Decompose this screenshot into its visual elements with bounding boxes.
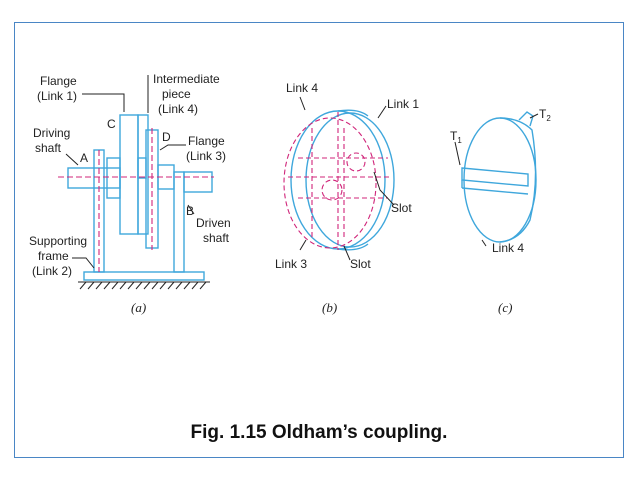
intermediate-disc [463, 117, 537, 243]
point-c-label: C [107, 117, 116, 131]
supporting-frame-base [83, 271, 205, 281]
b-slot1-label: Slot [391, 201, 412, 215]
panel-b-leaders [299, 96, 395, 261]
t1-sub: 1 [457, 136, 462, 145]
panel-a-labels: Flange (Link 1) Intermediate piece (Link… [29, 72, 231, 315]
b-link1-label: Link 1 [387, 97, 419, 111]
b-link3-label: Link 3 [275, 257, 307, 271]
panel-c-labels: T1 T2 Link 4 (c) [450, 107, 551, 315]
flange-link1-ellipse [305, 112, 395, 248]
panel-a-leaders [65, 75, 195, 269]
tongue-t2 [518, 111, 534, 127]
panel-b-dashed [283, 112, 392, 250]
intermediate-label-3: (Link 4) [158, 102, 198, 116]
intermediate-label-2: piece [162, 87, 191, 101]
panel-b-sublabel: (b) [322, 300, 337, 315]
flange-link3-label-2: (Link 3) [186, 149, 226, 163]
supporting-frame-label-3: (Link 2) [32, 264, 72, 278]
panel-b [290, 109, 395, 251]
driving-shaft-label-2: shaft [35, 141, 62, 155]
panel-c-sublabel: (c) [498, 300, 512, 315]
t2-base: T [539, 107, 547, 121]
tongue [137, 157, 147, 179]
c-link4-label: Link 4 [492, 241, 524, 255]
t1-label: T1 [450, 129, 462, 145]
link1-rim-top [337, 109, 369, 117]
driven-shaft-label-1: Driven [196, 216, 231, 230]
supporting-frame-label-2: frame [38, 249, 69, 263]
disc-edge [499, 117, 537, 243]
point-d-label: D [162, 130, 171, 144]
flange-link1-disc [119, 114, 139, 235]
slot-circle-2 [346, 152, 366, 172]
supporting-frame-label-1: Supporting [29, 234, 87, 248]
link1-rim-bottom [337, 243, 369, 251]
bearing-b [173, 171, 185, 273]
panel-c [461, 111, 537, 243]
figure-caption: Fig. 1.15 Oldham’s coupling. [190, 422, 448, 443]
tongue-t1 [461, 167, 529, 187]
flange-link3-ellipse [283, 117, 377, 249]
slot-circle-1 [321, 179, 343, 201]
intermediate-label-1: Intermediate [153, 72, 220, 86]
flange-link1-label-1: Flange [40, 74, 77, 88]
t1-base: T [450, 129, 458, 143]
flange-link3-label-1: Flange [188, 134, 225, 148]
driven-shaft-label-2: shaft [203, 231, 230, 245]
driven-shaft [183, 171, 213, 193]
flange-link1-hub [106, 157, 121, 199]
panel-a-centerlines [58, 128, 214, 272]
flange-link1-label-2: (Link 1) [37, 89, 77, 103]
t2-label: T2 [539, 107, 551, 123]
panel-b-labels: Link 4 Link 1 Slot Link 3 Slot (b) [275, 81, 419, 315]
ground-hatch [78, 281, 210, 290]
panel-c-leaders [454, 113, 539, 247]
slide-frame [14, 22, 624, 458]
point-a-label: A [80, 151, 88, 165]
driving-shaft-label-1: Driving [33, 126, 70, 140]
panel-a-sublabel: (a) [131, 300, 146, 315]
t2-sub: 2 [546, 114, 551, 123]
point-b-label: B [186, 204, 194, 218]
b-link4-label: Link 4 [286, 81, 318, 95]
b-slot2-label: Slot [350, 257, 371, 271]
